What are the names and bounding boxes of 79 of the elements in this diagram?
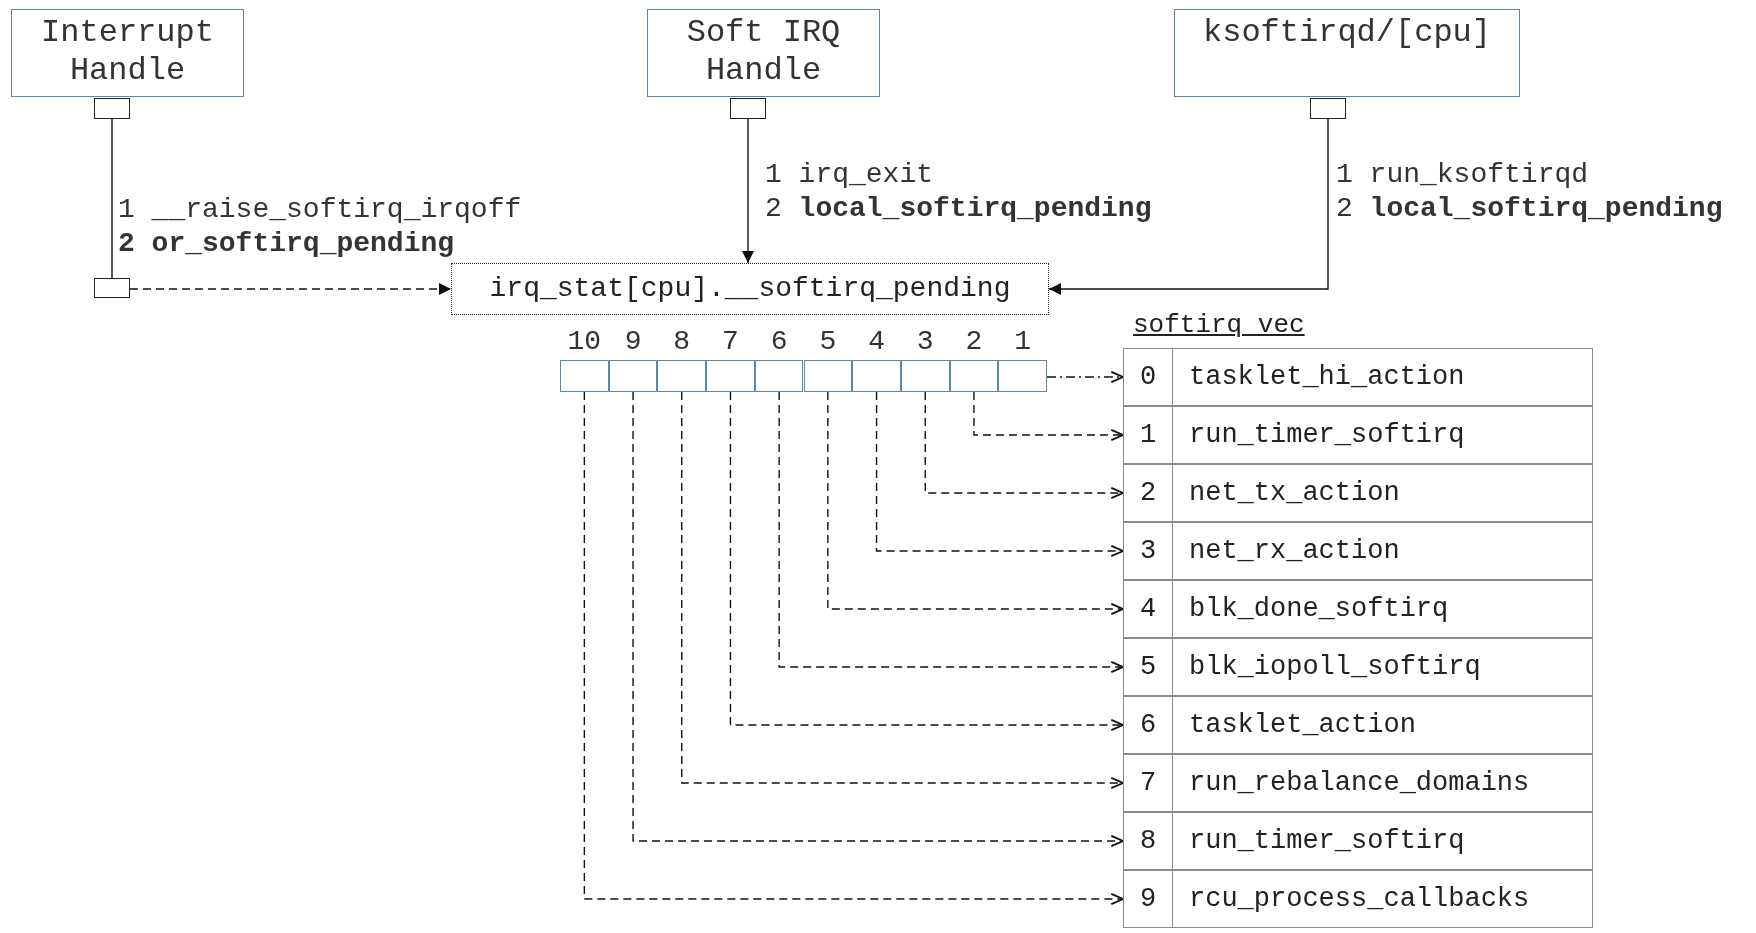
port-box [94,98,130,119]
call-step-label: 2 local_softirq_pending [1336,192,1723,226]
arrow [1046,370,1124,384]
port-box [1310,98,1346,119]
process-box: Interrupt Handle [11,9,244,97]
bit-cell [949,360,999,392]
table-title: softirq_vec [1133,309,1305,342]
row-index: 0 [1139,360,1157,394]
bit-cell [706,360,755,392]
bit-index-label: 5 [818,326,838,358]
row-index: 3 [1139,534,1157,568]
arrow [924,391,1124,500]
variable-box: irq_stat[cpu].__softirq_pending [451,263,1049,315]
arrow [742,118,754,264]
bit-cell [803,360,853,392]
process-box: ksoftirqd/[cpu] [1174,9,1520,97]
port-box [94,278,130,298]
row-index: 4 [1139,592,1157,626]
table-row [1123,522,1593,580]
row-index: 5 [1139,650,1157,684]
bit-cell [900,360,950,392]
arrow [583,391,1124,906]
bit-index-label: 4 [867,326,886,358]
row-index: 8 [1139,824,1157,858]
call-step-label: 1 irq_exit [765,158,934,192]
table-row [1123,696,1593,754]
bit-index-label: 10 [566,326,603,358]
bit-cell [560,360,609,392]
arrow [827,391,1124,616]
call-step-label: 2 local_softirq_pending [765,192,1152,226]
function-name: run_rebalance_domains [1189,766,1530,800]
bit-cell [754,360,804,392]
function-name: run_timer_softirq [1189,418,1465,452]
port-box [730,98,766,119]
bit-index-label: 6 [769,326,789,358]
bit-index-label: 2 [964,326,984,358]
function-name: run_timer_softirq [1189,824,1465,858]
row-index: 1 [1139,418,1157,452]
arrow [875,391,1124,558]
call-step-label: 2 or_softirq_pending [118,227,455,261]
arrow [778,391,1124,674]
table-row [1123,406,1593,464]
row-index: 2 [1139,476,1157,510]
bit-cell [852,360,901,392]
table-row [1123,348,1593,406]
table-row [1123,870,1593,928]
function-name: blk_iopoll_softirq [1189,650,1481,684]
function-name: tasklet_hi_action [1189,360,1465,394]
function-name: net_tx_action [1189,476,1400,510]
arrow [681,391,1124,790]
call-step-label: 1 run_ksoftirqd [1336,158,1589,192]
bit-cell [657,360,707,392]
bit-index-label: 3 [915,326,935,358]
function-name: net_rx_action [1189,534,1400,568]
table-row [1123,638,1593,696]
row-index: 7 [1139,766,1157,800]
connector-line [111,118,113,279]
arrow [1048,118,1329,295]
bit-index-label: 8 [672,326,692,358]
bit-cell [608,360,658,392]
table-row [1123,754,1593,812]
function-name: rcu_process_callbacks [1189,882,1530,916]
bit-cell [998,360,1047,392]
bit-index-label: 7 [721,326,740,358]
bit-index-label: 1 [1013,326,1033,358]
table-row [1123,464,1593,522]
process-box: Soft IRQ Handle [647,9,880,97]
function-name: blk_done_softirq [1189,592,1449,626]
arrow [632,391,1124,848]
bit-index-label: 9 [623,326,643,358]
function-name: tasklet_action [1189,708,1416,742]
table-row [1123,812,1593,870]
arrow [129,283,452,295]
arrow [973,391,1124,442]
row-index: 9 [1139,882,1157,916]
call-step-label: 1 __raise_softirq_irqoff [118,193,522,227]
arrow [729,391,1124,732]
table-row [1123,580,1593,638]
row-index: 6 [1139,708,1157,742]
